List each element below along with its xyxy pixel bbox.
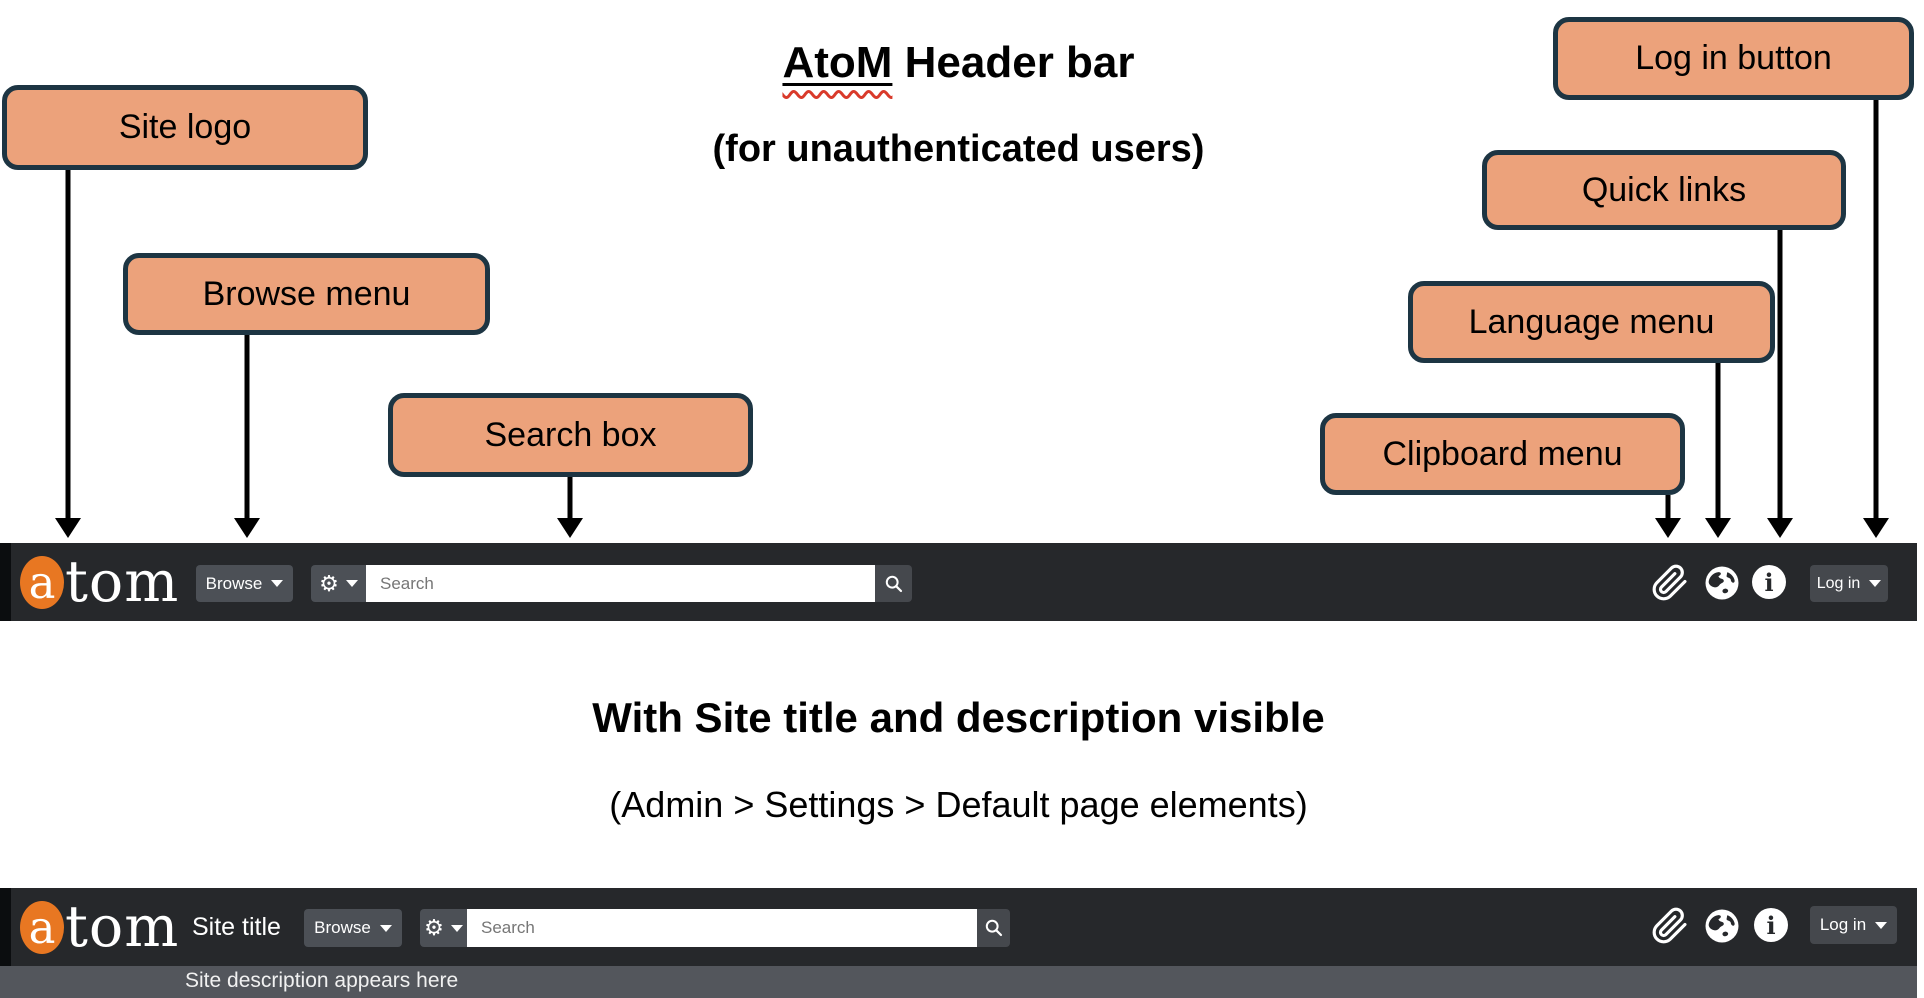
atom-logo-text: tom: [65, 894, 180, 960]
language-menu-button[interactable]: [1703, 564, 1741, 602]
globe-icon: [1705, 909, 1739, 943]
paperclip-icon: [1652, 907, 1687, 944]
page-title-rest: Header bar: [892, 38, 1135, 87]
paperclip-icon: [1652, 564, 1687, 601]
atom-logo-a: a: [20, 556, 64, 609]
callout-search-box: Search box: [388, 393, 753, 477]
search-input[interactable]: [467, 909, 977, 947]
search-box: ⚙: [311, 565, 912, 602]
gear-icon: ⚙: [319, 570, 339, 596]
header-bar-with-site-title: a tom Site title Browse ⚙: [0, 888, 1917, 966]
site-logo[interactable]: a tom: [20, 549, 180, 615]
caret-down-icon: [1869, 580, 1882, 587]
browse-menu-button[interactable]: Browse: [304, 909, 402, 947]
arrow-login-button: [1863, 100, 1889, 538]
caret-down-icon: [345, 580, 358, 587]
header-bar-unauthenticated: a tom Browse ⚙: [0, 543, 1917, 621]
arrow-browse-menu: [234, 335, 260, 538]
search-input[interactable]: [366, 565, 875, 602]
globe-icon: [1705, 566, 1739, 600]
callout-quick-links: Quick links: [1482, 150, 1846, 230]
arrow-quick-links: [1767, 230, 1793, 538]
browse-menu-button[interactable]: Browse: [196, 565, 293, 602]
section2-subtitle: (Admin > Settings > Default page element…: [609, 784, 1308, 825]
atom-logo-text: tom: [65, 549, 180, 615]
section2-title: With Site title and description visible: [592, 694, 1325, 741]
left-edge: [0, 888, 11, 966]
arrow-clipboard-menu: [1655, 495, 1681, 538]
callout-site-logo: Site logo: [2, 85, 368, 170]
page-subtitle: (for unauthenticated users): [712, 128, 1205, 170]
quick-links-button[interactable]: i: [1754, 908, 1788, 942]
site-logo[interactable]: a tom: [20, 894, 180, 960]
clipboard-menu-button[interactable]: [1650, 563, 1690, 603]
search-options-button[interactable]: ⚙: [311, 565, 366, 602]
callout-browse-menu: Browse menu: [123, 253, 490, 335]
callout-language-menu: Language menu: [1408, 281, 1775, 363]
gear-icon: ⚙: [424, 915, 444, 940]
login-button[interactable]: Log in: [1810, 906, 1897, 944]
language-menu-button[interactable]: [1703, 907, 1741, 945]
search-options-button[interactable]: ⚙: [420, 909, 467, 947]
login-button[interactable]: Log in: [1810, 565, 1888, 602]
atom-logo-a: a: [20, 901, 64, 954]
arrow-site-logo: [55, 170, 81, 538]
arrow-language-menu: [1705, 363, 1731, 538]
quick-links-button[interactable]: i: [1752, 565, 1786, 599]
callout-clipboard-menu: Clipboard menu: [1320, 413, 1685, 495]
site-title[interactable]: Site title: [192, 913, 281, 941]
callout-login-button: Log in button: [1553, 17, 1914, 100]
info-icon: i: [1752, 565, 1786, 599]
info-icon: i: [1754, 908, 1788, 942]
search-submit-button[interactable]: [977, 909, 1010, 947]
page-title-highlight: AtoM: [782, 38, 893, 87]
magnifier-icon: [885, 575, 902, 592]
search-box: ⚙: [420, 909, 1010, 947]
magnifier-icon: [985, 919, 1002, 937]
search-submit-button[interactable]: [875, 565, 912, 602]
arrow-search-box: [557, 477, 583, 538]
left-edge: [0, 543, 11, 621]
page-title: AtoM Header bar: [0, 38, 1917, 88]
site-description: Site description appears here: [185, 969, 459, 992]
site-description-bar: Site description appears here: [0, 966, 1917, 998]
caret-down-icon: [379, 924, 392, 932]
clipboard-menu-button[interactable]: [1650, 906, 1690, 946]
caret-down-icon: [450, 924, 463, 932]
caret-down-icon: [271, 580, 284, 587]
caret-down-icon: [1875, 921, 1888, 929]
